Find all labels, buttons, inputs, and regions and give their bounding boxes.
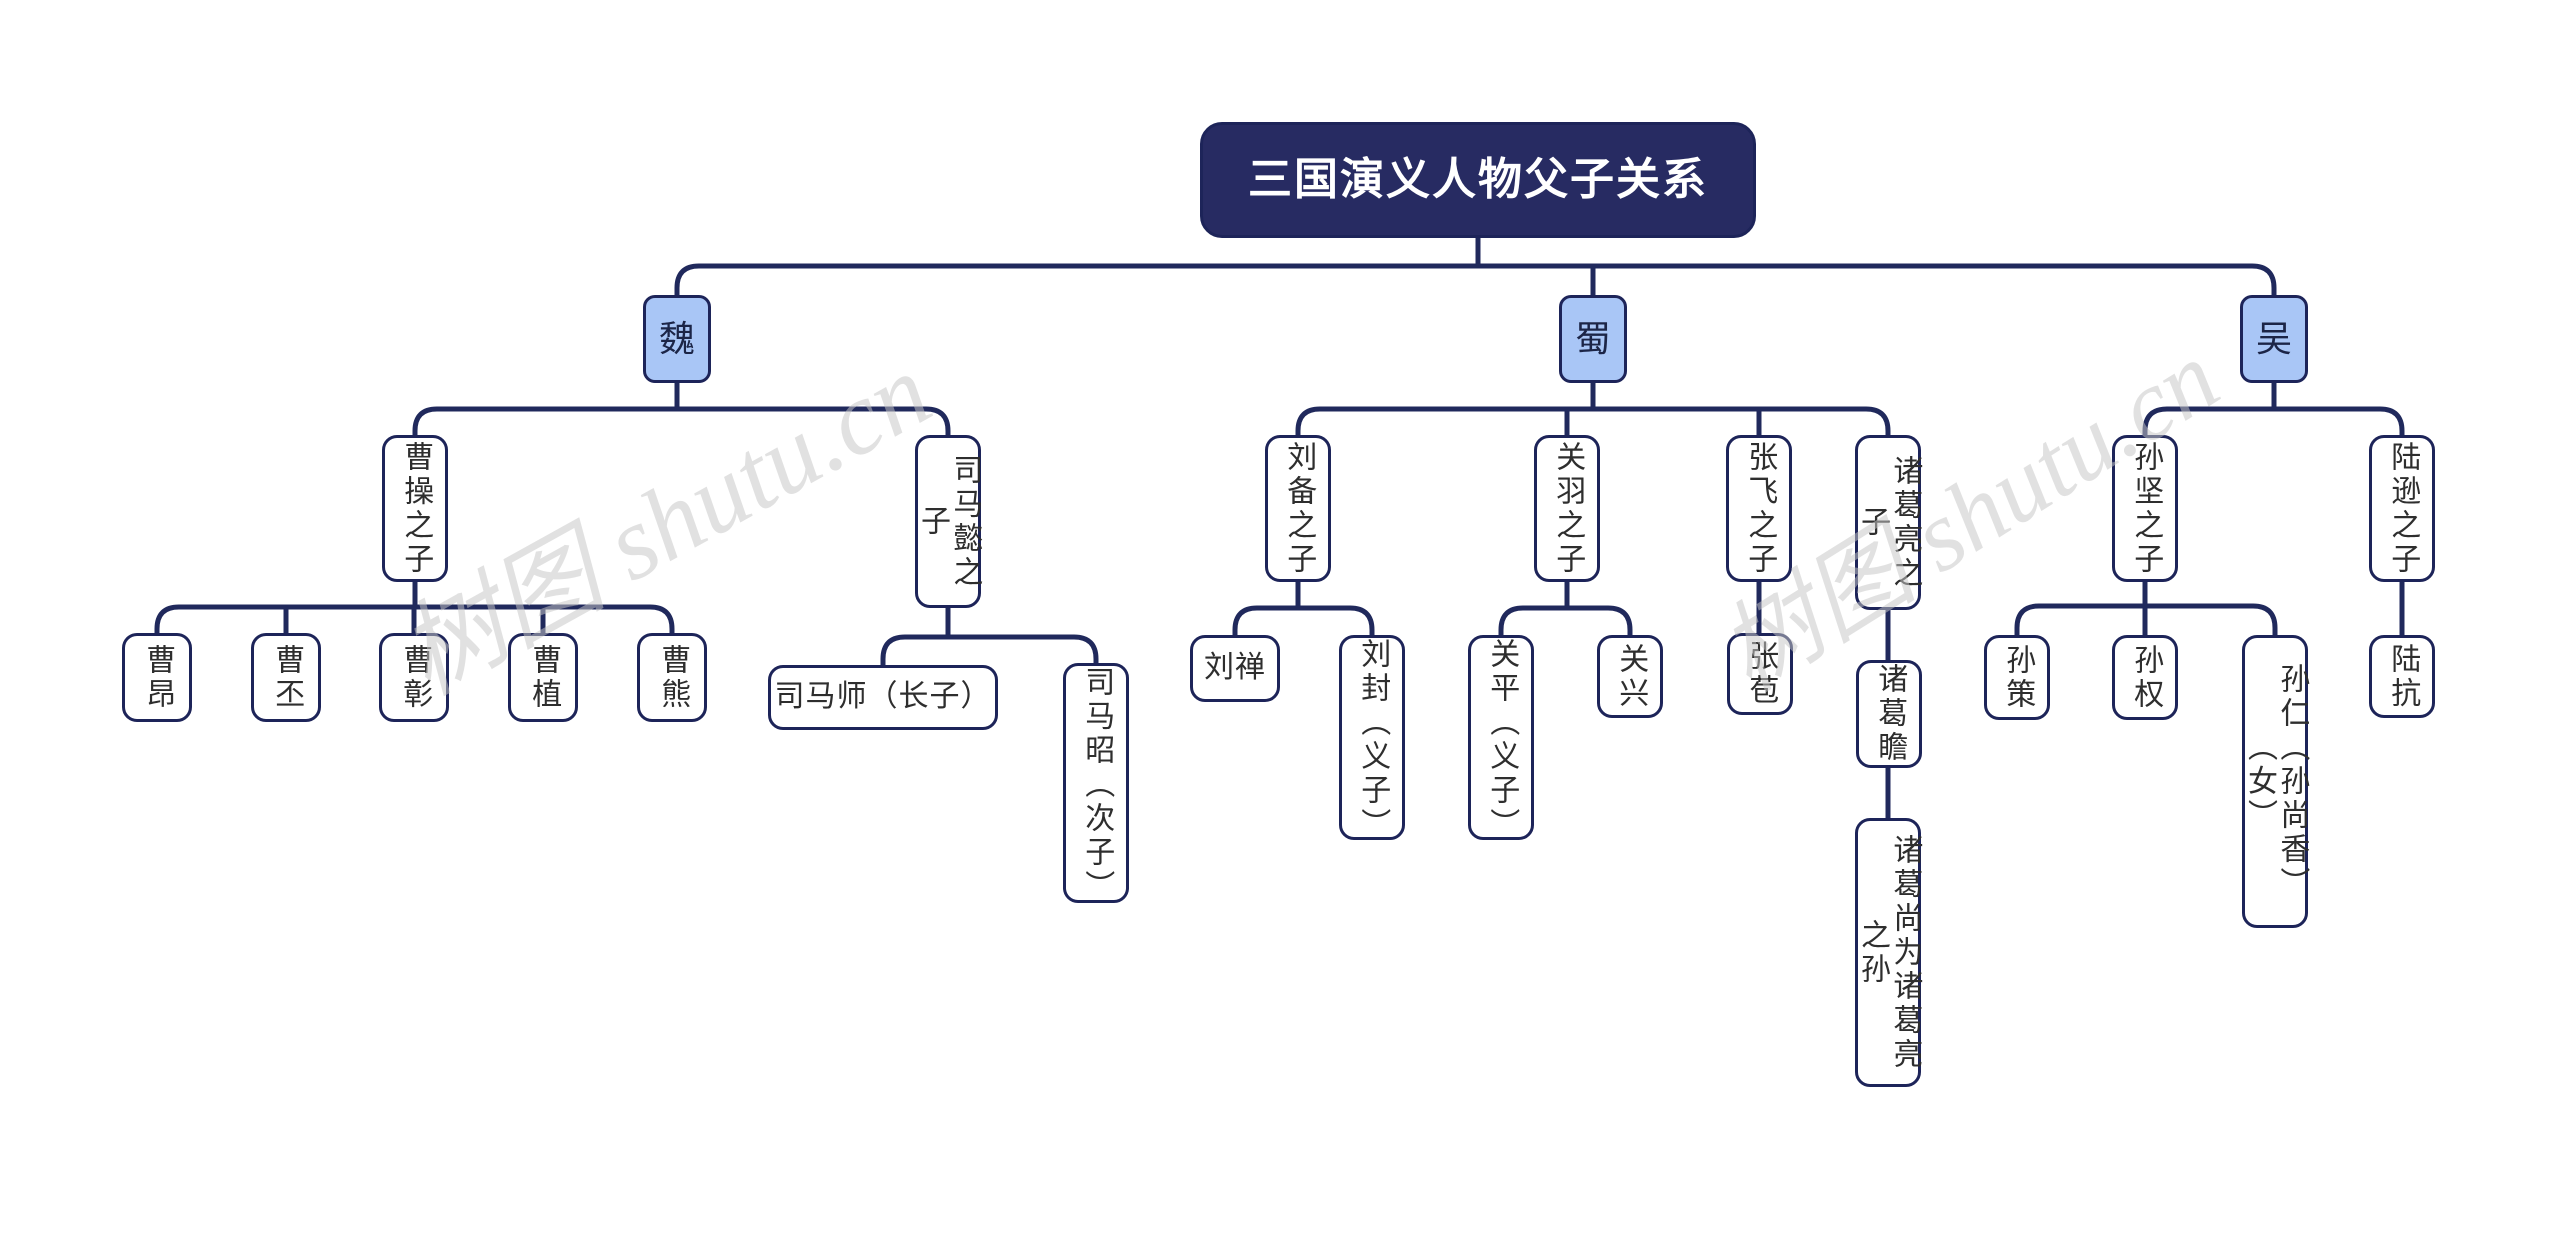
node-cao-zhi[interactable]: 曹植 [508,633,578,722]
node-root-title[interactable]: 三国演义人物父子关系 [1200,122,1756,238]
node-simashi[interactable]: 司马师（长子） [768,665,998,730]
node-sunren[interactable]: 孙仁（孙尚香）（女） [2242,635,2308,928]
node-luxun-sons[interactable]: 陆逊之子 [2369,435,2435,582]
node-guanping[interactable]: 关平（义子） [1468,635,1534,842]
node-cao-zhang[interactable]: 曹彰 [379,633,449,722]
wu-connectors [2142,380,2405,438]
node-zhugezhan[interactable]: 诸葛瞻 [1856,660,1922,768]
node-guanyu-sons[interactable]: 关羽之子 [1534,435,1600,582]
node-liushan[interactable]: 刘禅 [1190,635,1280,702]
node-zhangfei-sons[interactable]: 张飞之子 [1726,435,1792,582]
shu-connectors [1295,380,1891,438]
node-simayi-sons[interactable]: 司马懿之子 [915,435,981,608]
node-caocao-sons[interactable]: 曹操之子 [382,435,448,582]
node-sunjian-sons[interactable]: 孙坚之子 [2112,435,2178,582]
sunjian-sons-connectors [2014,579,2278,638]
node-sunce[interactable]: 孙策 [1984,635,2050,720]
root-connectors [674,235,2277,298]
node-zhugeliang-sons[interactable]: 诸葛亮之子 [1855,435,1921,610]
caocao-sons-connectors [154,579,675,636]
node-wu[interactable]: 吴 [2240,295,2308,383]
node-guanxing[interactable]: 关兴 [1597,635,1663,718]
simayi-sons-connectors [880,605,1099,668]
node-zhugeshang[interactable]: 诸葛尚为诸葛亮之孙 [1855,818,1921,1087]
node-cao-ang[interactable]: 曹昂 [122,633,192,722]
node-simazhao[interactable]: 司马昭（次子） [1063,663,1129,904]
node-zhangbao[interactable]: 张苞 [1727,633,1793,715]
node-cao-pi[interactable]: 曹丕 [251,633,321,722]
node-shu[interactable]: 蜀 [1559,295,1627,383]
node-lukang[interactable]: 陆抗 [2369,635,2435,718]
node-cao-xiong[interactable]: 曹熊 [637,633,707,722]
wei-connectors [412,380,951,438]
guanyu-sons-connectors [1498,579,1633,638]
node-wei[interactable]: 魏 [643,295,711,383]
node-sunquan[interactable]: 孙权 [2112,635,2178,720]
node-liubei-sons[interactable]: 刘备之子 [1265,435,1331,582]
liubei-sons-connectors [1232,579,1375,638]
node-liufeng[interactable]: 刘封（义子） [1339,635,1405,842]
